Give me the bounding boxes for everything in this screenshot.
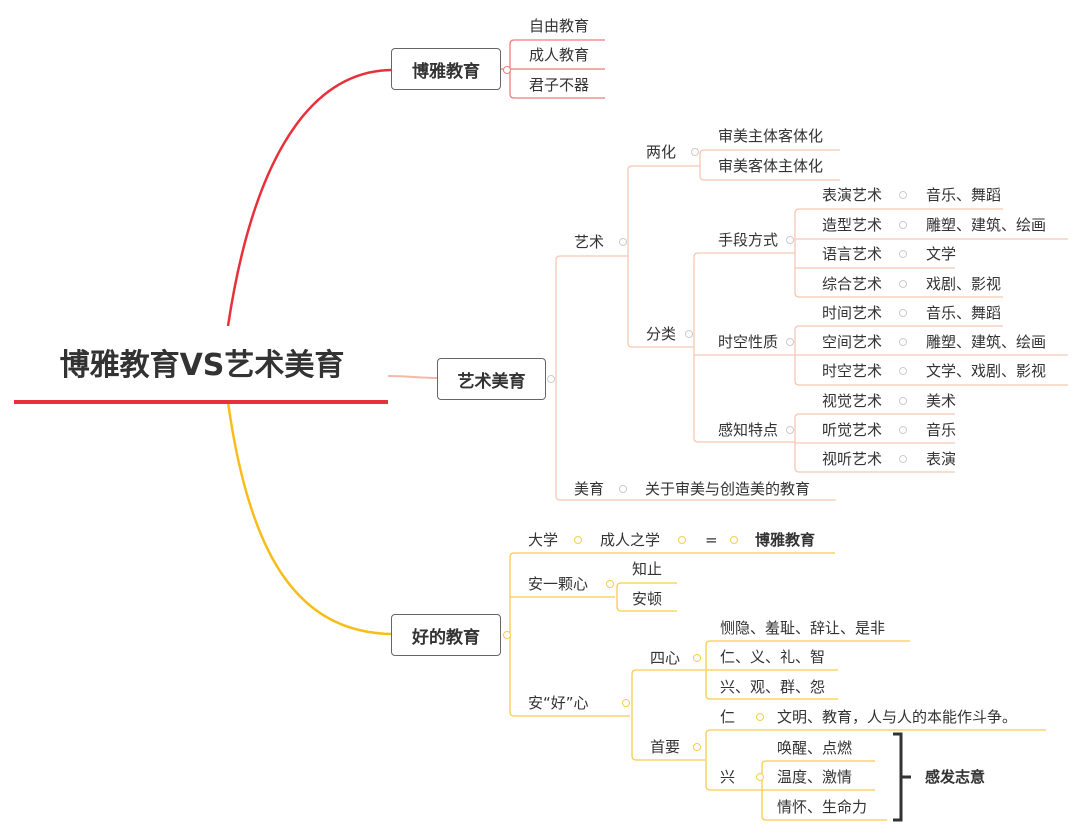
node[interactable]: 雕塑、建筑、绘画 xyxy=(926,333,1047,351)
collapse-icon[interactable] xyxy=(786,426,794,434)
node[interactable]: 表演 xyxy=(926,450,957,468)
node[interactable]: 唤醒、点燃 xyxy=(777,739,853,757)
node[interactable]: 首要 xyxy=(650,738,681,756)
collapse-icon[interactable] xyxy=(619,238,627,246)
collapse-icon[interactable] xyxy=(899,221,907,229)
node[interactable]: 美术 xyxy=(926,392,957,410)
collapse-icon[interactable] xyxy=(547,375,555,383)
node[interactable]: 博雅教育 xyxy=(755,531,816,549)
collapse-icon[interactable] xyxy=(786,338,794,346)
node[interactable]: 音乐、舞蹈 xyxy=(926,186,1002,204)
collapse-icon[interactable] xyxy=(899,280,907,288)
node[interactable]: 音乐 xyxy=(926,421,957,439)
node[interactable]: 视听艺术 xyxy=(822,450,883,468)
node[interactable]: 审美客体主体化 xyxy=(718,157,824,175)
node[interactable]: 文学、戏剧、影视 xyxy=(926,362,1047,380)
collapse-icon[interactable] xyxy=(899,426,907,434)
node[interactable]: 仁、义、礼、智 xyxy=(720,648,826,666)
node[interactable]: 分类 xyxy=(646,325,677,343)
node[interactable]: 知止 xyxy=(632,560,663,578)
node[interactable]: 兴 xyxy=(720,768,736,786)
collapse-icon[interactable] xyxy=(678,536,686,544)
node[interactable]: 时空艺术 xyxy=(822,362,883,380)
topic-good[interactable]: 好的教育 xyxy=(391,614,501,656)
node[interactable]: 美育 xyxy=(574,480,605,498)
node[interactable]: 审美主体客体化 xyxy=(718,127,824,145)
collapse-icon[interactable] xyxy=(899,191,907,199)
node[interactable]: 音乐、舞蹈 xyxy=(926,304,1002,322)
node[interactable]: = xyxy=(705,531,718,549)
node[interactable]: 四心 xyxy=(650,649,681,667)
node[interactable]: 文明、教育，人与人的本能作斗争。 xyxy=(777,708,1018,726)
node[interactable]: 君子不器 xyxy=(529,76,590,94)
collapse-icon[interactable] xyxy=(899,455,907,463)
node[interactable]: 安顿 xyxy=(632,590,663,608)
collapse-icon[interactable] xyxy=(622,699,630,707)
root-topic[interactable]: 博雅教育VS艺术美育 xyxy=(59,348,345,383)
node[interactable]: 关于审美与创造美的教育 xyxy=(645,480,811,498)
collapse-icon[interactable] xyxy=(899,250,907,258)
collapse-icon[interactable] xyxy=(899,309,907,317)
node[interactable]: 时间艺术 xyxy=(822,304,883,322)
collapse-icon[interactable] xyxy=(899,367,907,375)
node[interactable]: 戏剧、影视 xyxy=(926,275,1002,293)
collapse-icon[interactable] xyxy=(503,631,511,639)
node[interactable]: 感知特点 xyxy=(718,421,779,439)
node[interactable]: 空间艺术 xyxy=(822,333,883,351)
collapse-icon[interactable] xyxy=(693,654,701,662)
node[interactable]: 兴、观、群、怨 xyxy=(720,678,826,696)
node[interactable]: 温度、激情 xyxy=(777,768,853,786)
collapse-icon[interactable] xyxy=(756,713,764,721)
collapse-icon[interactable] xyxy=(756,773,764,781)
summary-bracket xyxy=(893,732,911,822)
node[interactable]: 情怀、生命力 xyxy=(777,798,868,816)
node[interactable]: 表演艺术 xyxy=(822,186,883,204)
node[interactable]: 成人教育 xyxy=(529,46,590,64)
node[interactable]: 自由教育 xyxy=(529,17,590,35)
node[interactable]: 造型艺术 xyxy=(822,216,883,234)
collapse-icon[interactable] xyxy=(730,536,738,544)
node[interactable]: 手段方式 xyxy=(718,231,779,249)
collapse-icon[interactable] xyxy=(619,485,627,493)
node[interactable]: 语言艺术 xyxy=(822,245,883,263)
node[interactable]: 恻隐、羞耻、辞让、是非 xyxy=(720,619,886,637)
collapse-icon[interactable] xyxy=(574,536,582,544)
topic-art[interactable]: 艺术美育 xyxy=(437,358,546,400)
node[interactable]: 大学 xyxy=(528,531,559,549)
node[interactable]: 综合艺术 xyxy=(822,275,883,293)
collapse-icon[interactable] xyxy=(685,330,693,338)
summary-label[interactable]: 感发志意 xyxy=(925,768,986,786)
node[interactable]: 时空性质 xyxy=(718,333,779,351)
node[interactable]: 雕塑、建筑、绘画 xyxy=(926,216,1047,234)
topic-boya[interactable]: 博雅教育 xyxy=(391,48,501,90)
node[interactable]: 视觉艺术 xyxy=(822,392,883,410)
collapse-icon[interactable] xyxy=(899,397,907,405)
collapse-icon[interactable] xyxy=(691,148,699,156)
collapse-icon[interactable] xyxy=(693,743,701,751)
collapse-icon[interactable] xyxy=(503,66,511,74)
node[interactable]: 两化 xyxy=(646,143,677,161)
node[interactable]: 听觉艺术 xyxy=(822,421,883,439)
collapse-icon[interactable] xyxy=(899,338,907,346)
node[interactable]: 仁 xyxy=(720,708,736,726)
collapse-icon[interactable] xyxy=(786,236,794,244)
node[interactable]: 安一颗心 xyxy=(528,575,589,593)
node[interactable]: 成人之学 xyxy=(600,531,661,549)
node[interactable]: 艺术 xyxy=(574,233,605,251)
collapse-icon[interactable] xyxy=(606,580,614,588)
node[interactable]: 安“好”心 xyxy=(528,694,589,712)
node[interactable]: 文学 xyxy=(926,245,957,263)
